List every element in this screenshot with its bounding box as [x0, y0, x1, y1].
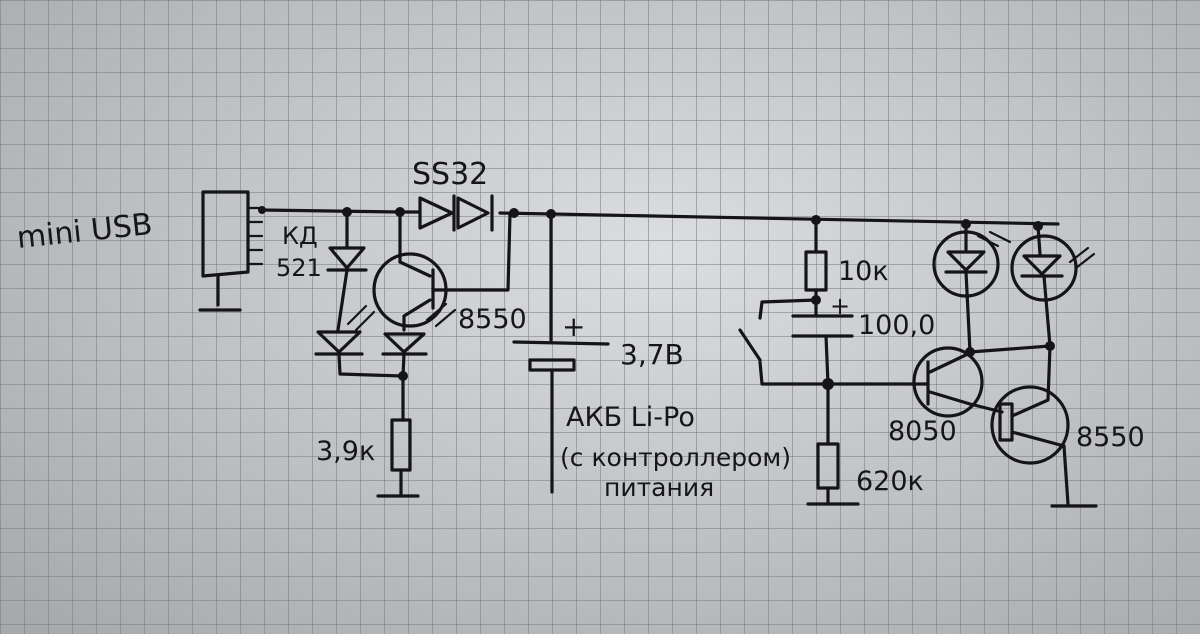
label-kd: КД — [282, 222, 318, 250]
resistor-620k — [806, 382, 860, 506]
label-8550-right: 8550 — [1076, 422, 1145, 453]
label-mini-usb: mini USB — [15, 207, 154, 256]
diode-kd521 — [326, 210, 368, 332]
label-100-0: 100,0 — [858, 310, 935, 341]
diode-ss32 — [418, 194, 494, 232]
label-ss32: SS32 — [412, 157, 488, 192]
label-10k: 10к — [838, 256, 889, 287]
transistor-npn-8050 — [826, 346, 984, 418]
resistor-3-9k — [376, 374, 420, 498]
label-akb-lipo: АКБ Li-Po — [566, 402, 695, 433]
battery — [512, 211, 610, 494]
transistor-pnp-right — [968, 344, 1098, 508]
usb-connector — [198, 190, 264, 312]
label-8050: 8050 — [888, 416, 957, 447]
label-controller: (с контроллером) — [560, 443, 791, 472]
label-3-7v: 3,7В — [620, 338, 684, 371]
label-620k: 620к — [856, 466, 924, 497]
label-8550-left: 8550 — [458, 304, 527, 335]
led-middle — [381, 332, 428, 378]
junction-dots — [258, 206, 1055, 390]
label-3-9k: 3,9к — [316, 436, 375, 467]
light-arrows-2 — [1068, 246, 1096, 270]
led-left — [314, 304, 404, 378]
light-arrows-1 — [976, 230, 1012, 248]
push-button — [738, 298, 832, 386]
label-battery-plus: + — [562, 310, 585, 343]
top-rail-right — [498, 211, 1060, 226]
led-top-1 — [932, 222, 1000, 354]
label-521: 521 — [276, 254, 322, 282]
capacitor-100uf — [791, 314, 854, 386]
label-cap-plus: + — [830, 292, 850, 320]
label-pitaniya: питания — [604, 473, 714, 502]
transistor-pnp-left — [372, 210, 512, 332]
